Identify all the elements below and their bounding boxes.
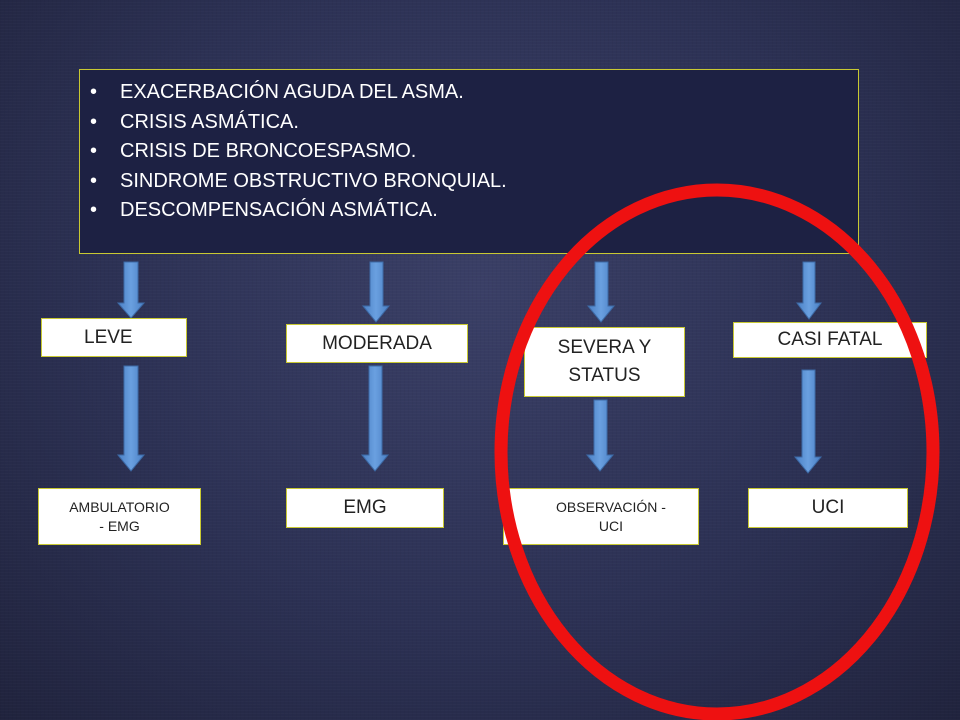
destination-label-line: UCI	[598, 517, 624, 534]
list-item-text: CRISIS ASMÁTICA.	[120, 110, 299, 133]
severity-box-casi-fatal: CASI FATAL	[733, 322, 927, 358]
destination-box-uci: UCI	[748, 488, 908, 528]
severity-label: LEVE	[84, 326, 133, 348]
bullet: •	[90, 81, 98, 103]
diagnosis-terms-box: • EXACERBACIÓN AGUDA DEL ASMA. • CRISIS AS…	[79, 69, 859, 254]
list-item: • CRISIS DE BRONCOESPASMO.	[86, 137, 858, 167]
down-arrow-icon	[360, 365, 390, 472]
down-arrow-icon	[796, 261, 822, 320]
destination-label: EMG	[343, 497, 387, 518]
down-arrow-icon	[361, 261, 391, 323]
destination-label: AMBULATORIO - EMG	[69, 498, 170, 536]
bullet: •	[90, 110, 98, 133]
list-item-text: DESCOMPENSACIÓN ASMÁTICA.	[120, 199, 438, 221]
destination-label: OBSERVACIÓN - UCI	[556, 498, 666, 536]
bullet: •	[90, 140, 98, 162]
list-item: • EXACERBACIÓN AGUDA DEL ASMA.	[86, 78, 858, 108]
severity-label-line: STATUS	[568, 365, 641, 386]
destination-label-line: - EMG	[99, 517, 140, 534]
list-item: • DESCOMPENSACIÓN ASMÁTICA.	[86, 196, 858, 226]
severity-box-moderada: MODERADA	[286, 324, 468, 363]
list-item-text: SINDROME OBSTRUCTIVO BRONQUIAL.	[120, 169, 507, 192]
down-arrow-icon	[116, 261, 146, 319]
destination-label: UCI	[811, 497, 845, 518]
red-ellipse-highlight	[494, 183, 940, 720]
severity-box-severa: SEVERA Y STATUS	[524, 327, 685, 397]
destination-label-line: OBSERVACIÓN -	[556, 498, 666, 515]
severity-label: SEVERA Y STATUS	[558, 334, 652, 390]
severity-label: MODERADA	[322, 332, 432, 354]
bullet: •	[90, 169, 98, 192]
destination-box-observacion: OBSERVACIÓN - UCI	[503, 488, 699, 545]
diagnosis-terms-list: • EXACERBACIÓN AGUDA DEL ASMA. • CRISIS AS…	[86, 78, 858, 226]
severity-box-leve: LEVE	[41, 318, 187, 357]
list-item: • CRISIS ASMÁTICA.	[86, 108, 858, 138]
down-arrow-icon	[793, 369, 823, 474]
down-arrow-icon	[585, 399, 615, 472]
list-item: • SINDROME OBSTRUCTIVO BRONQUIAL.	[86, 167, 858, 197]
down-arrow-icon	[586, 261, 616, 323]
severity-label: CASI FATAL	[777, 329, 883, 350]
down-arrow-icon	[116, 365, 146, 472]
severity-label-line: SEVERA Y	[557, 337, 652, 358]
destination-box-emg: EMG	[286, 488, 444, 528]
destination-label-line: AMBULATORIO	[69, 498, 170, 515]
list-item-text: EXACERBACIÓN AGUDA DEL ASMA.	[120, 81, 464, 103]
bullet: •	[90, 199, 98, 221]
list-item-text: CRISIS DE BRONCOESPASMO.	[120, 140, 417, 162]
destination-box-ambulatorio: AMBULATORIO - EMG	[38, 488, 201, 545]
